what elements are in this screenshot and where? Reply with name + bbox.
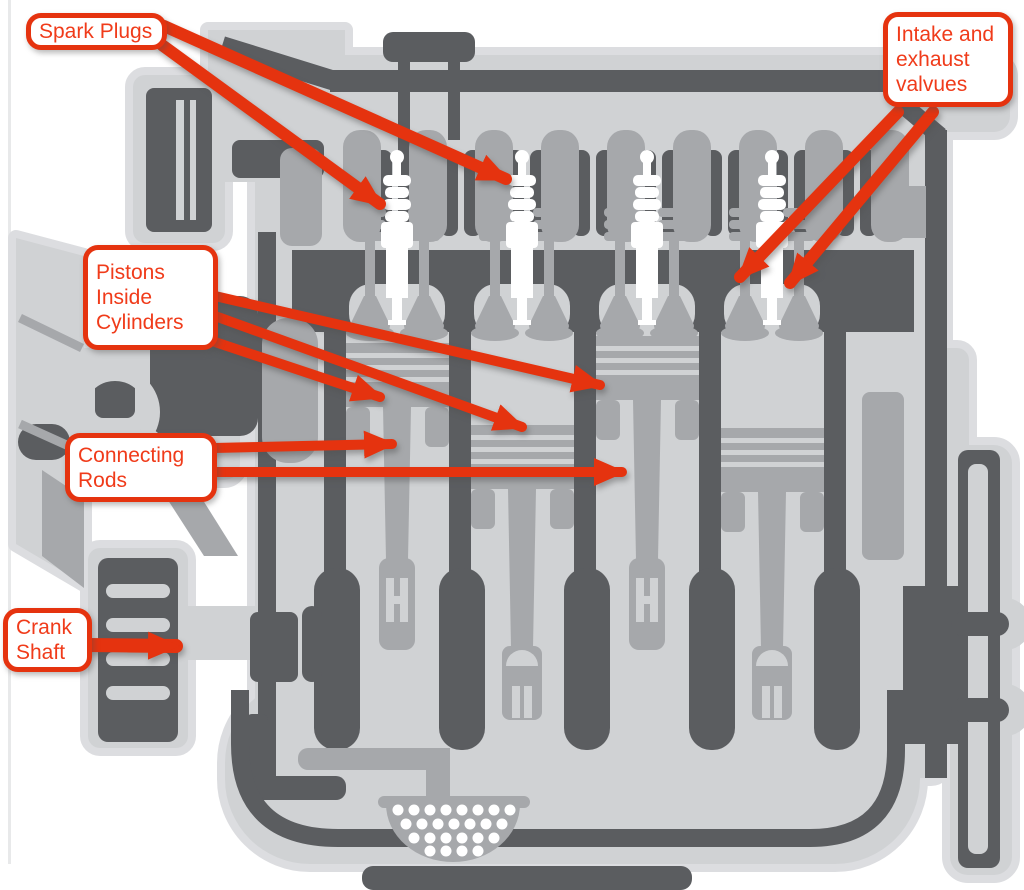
oil-strainer-holes bbox=[392, 804, 516, 857]
valve-1e bbox=[400, 208, 448, 341]
arrow-valves-right bbox=[784, 106, 939, 289]
arrow-valves-left bbox=[734, 106, 904, 283]
crankshaft-snout bbox=[250, 612, 298, 682]
arrow-spark-plugs-to-plug-1 bbox=[156, 39, 386, 210]
flywheel-bolts bbox=[951, 612, 1009, 722]
arrow-pistons-to-piston-3 bbox=[210, 291, 605, 393]
arrow-rods-to-rod-1 bbox=[209, 430, 397, 459]
flywheel-hub bbox=[903, 586, 960, 744]
label-line: Connecting bbox=[78, 443, 185, 467]
valve-cover-band bbox=[330, 70, 915, 92]
spark-plugs bbox=[381, 150, 788, 325]
label-line: Shaft bbox=[16, 641, 66, 664]
label-line: Intake and bbox=[896, 23, 995, 46]
label-line: Spark Plugs bbox=[39, 20, 153, 43]
spark-plug-2 bbox=[506, 150, 538, 325]
oil-pan-outline bbox=[231, 690, 905, 847]
label-crank-shaft: Crank Shaft bbox=[3, 608, 92, 672]
arrow-pistons-to-piston-2 bbox=[210, 311, 527, 432]
oil-strainer bbox=[386, 804, 520, 862]
crankshaft-counterweights bbox=[314, 568, 860, 750]
oil-cap bbox=[383, 32, 475, 62]
label-line: Crank bbox=[16, 616, 73, 639]
label-line: valvues bbox=[896, 73, 968, 96]
arrow-spark-plugs-to-plug-2 bbox=[158, 20, 512, 185]
connecting-rod-4 bbox=[758, 492, 786, 648]
connecting-rod-3 bbox=[633, 400, 661, 560]
label-line: Rods bbox=[78, 468, 128, 492]
engine-stand-bar bbox=[362, 866, 692, 890]
connecting-rod-2 bbox=[508, 489, 536, 648]
label-line: Inside bbox=[96, 286, 153, 309]
label-line: exhaust bbox=[896, 48, 970, 71]
label-pistons-inside-cylinders: Pistons Inside Cylinders bbox=[83, 245, 218, 350]
spark-plug-3 bbox=[631, 150, 663, 325]
cylinder-walls bbox=[324, 300, 846, 618]
arrow-pistons-to-piston-1 bbox=[210, 337, 385, 402]
valve-2i bbox=[471, 208, 519, 341]
label-line: Pistons bbox=[96, 261, 165, 284]
valve-2e bbox=[525, 208, 573, 341]
label-connecting-rods: Connecting Rods bbox=[65, 433, 217, 502]
valve-cover-edge bbox=[219, 36, 341, 92]
oil-pickup-pipe bbox=[298, 748, 448, 770]
label-line: Cylinders bbox=[96, 311, 184, 334]
spark-plug-1 bbox=[381, 150, 413, 325]
arrow-crank-shaft bbox=[81, 631, 183, 660]
label-intake-exhaust-valves: Intake and exhaust valvues bbox=[883, 12, 1013, 107]
label-spark-plugs: Spark Plugs bbox=[26, 13, 167, 50]
